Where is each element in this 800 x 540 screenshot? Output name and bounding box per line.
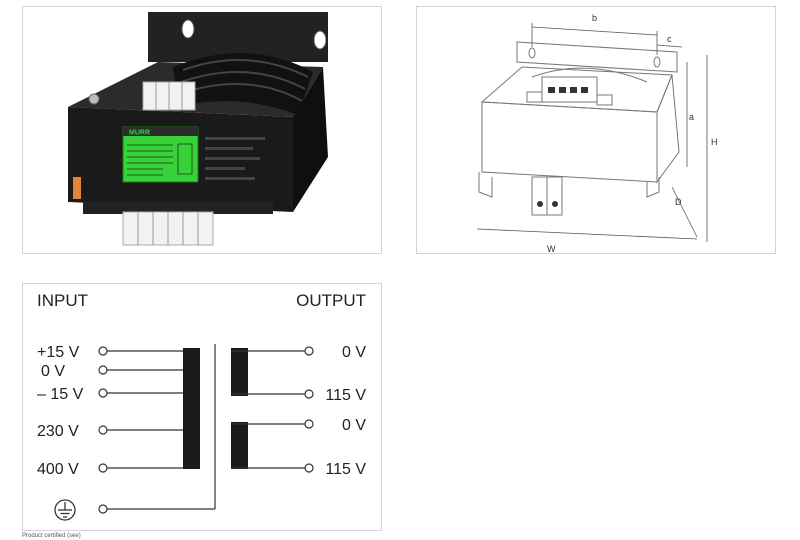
output-label-115v-1: 115 V: [325, 387, 366, 404]
input-terminal: [98, 425, 108, 435]
input-label-minus15v: – 15 V: [37, 386, 84, 403]
output-terminal: [304, 346, 314, 356]
dim-label-D: D: [675, 197, 682, 207]
ground-terminal: [98, 504, 108, 514]
secondary-winding-1: [231, 348, 248, 396]
output-label-0v-1: 0 V: [342, 344, 366, 361]
brand-logo: MURR: [129, 130, 150, 137]
dimension-drawing-panel: b c a H D W: [416, 6, 776, 254]
input-terminal: [98, 388, 108, 398]
primary-winding: [183, 348, 200, 469]
input-label-0v: 0 V: [41, 363, 65, 380]
dimension-drawing: b c a H D W: [476, 13, 718, 254]
output-label-115v-2: 115 V: [325, 461, 366, 478]
input-terminal: [98, 365, 108, 375]
dim-label-b: b: [592, 13, 597, 23]
input-label-400v: 400 V: [37, 461, 79, 478]
output-terminal: [304, 389, 314, 399]
output-title: OUTPUT: [296, 291, 366, 310]
wiring-diagram-panel: INPUT OUTPUT: [22, 283, 382, 531]
wiring-diagram: INPUT OUTPUT: [37, 291, 366, 521]
transformer-photo: MURR: [68, 12, 328, 246]
input-title: INPUT: [37, 291, 88, 310]
secondary-winding-2: [231, 422, 248, 469]
protective-earth-icon: [54, 499, 76, 521]
output-terminal: [304, 463, 314, 473]
output-terminal: [304, 419, 314, 429]
input-label-230v: 230 V: [37, 423, 79, 440]
dim-label-W: W: [547, 244, 556, 253]
input-terminal: [98, 463, 108, 473]
dim-label-H: H: [711, 137, 718, 147]
dim-label-c: c: [667, 34, 672, 44]
footnote: Product certified (see): [22, 533, 81, 539]
product-photo-panel: MURR: [22, 6, 382, 254]
output-label-0v-2: 0 V: [342, 417, 366, 434]
input-terminal: [98, 346, 108, 356]
input-label-plus15v: +15 V: [37, 344, 80, 361]
dim-label-a: a: [689, 112, 694, 122]
